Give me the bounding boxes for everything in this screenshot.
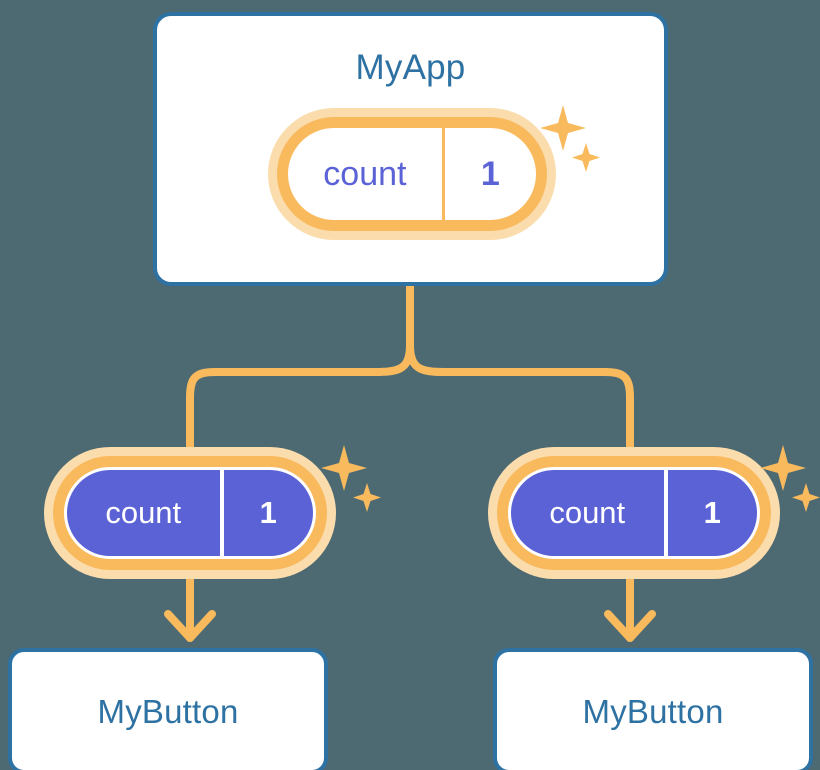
state-pill-key: count	[549, 495, 626, 530]
state-pill-body: count 1	[508, 467, 760, 559]
state-pill-left-button[interactable]: count 1	[44, 447, 336, 579]
state-pill-key: count	[105, 495, 182, 530]
component-title-mybutton-right: MyButton	[582, 692, 724, 730]
state-pill-value: 1	[441, 128, 536, 220]
component-card-mybutton-right[interactable]: MyButton	[493, 648, 813, 770]
state-pill-body: count 1	[64, 467, 316, 559]
connector-split-to-left-child	[186, 341, 414, 451]
state-pill-body: count 1	[288, 128, 536, 220]
state-pill-value: 1	[219, 470, 313, 556]
arrow-down-icon-right	[604, 610, 656, 642]
state-pill-key: count	[323, 154, 407, 193]
component-title-mybutton-left: MyButton	[97, 692, 239, 730]
state-pill-value: 1	[663, 470, 757, 556]
component-title-myapp: MyApp	[355, 48, 466, 87]
connector-split-to-right-child	[406, 341, 634, 451]
arrow-down-icon-left	[164, 610, 216, 642]
state-pill-right-button[interactable]: count 1	[488, 447, 780, 579]
component-card-mybutton-left[interactable]: MyButton	[8, 648, 328, 770]
state-pill-myapp[interactable]: count 1	[268, 108, 556, 240]
